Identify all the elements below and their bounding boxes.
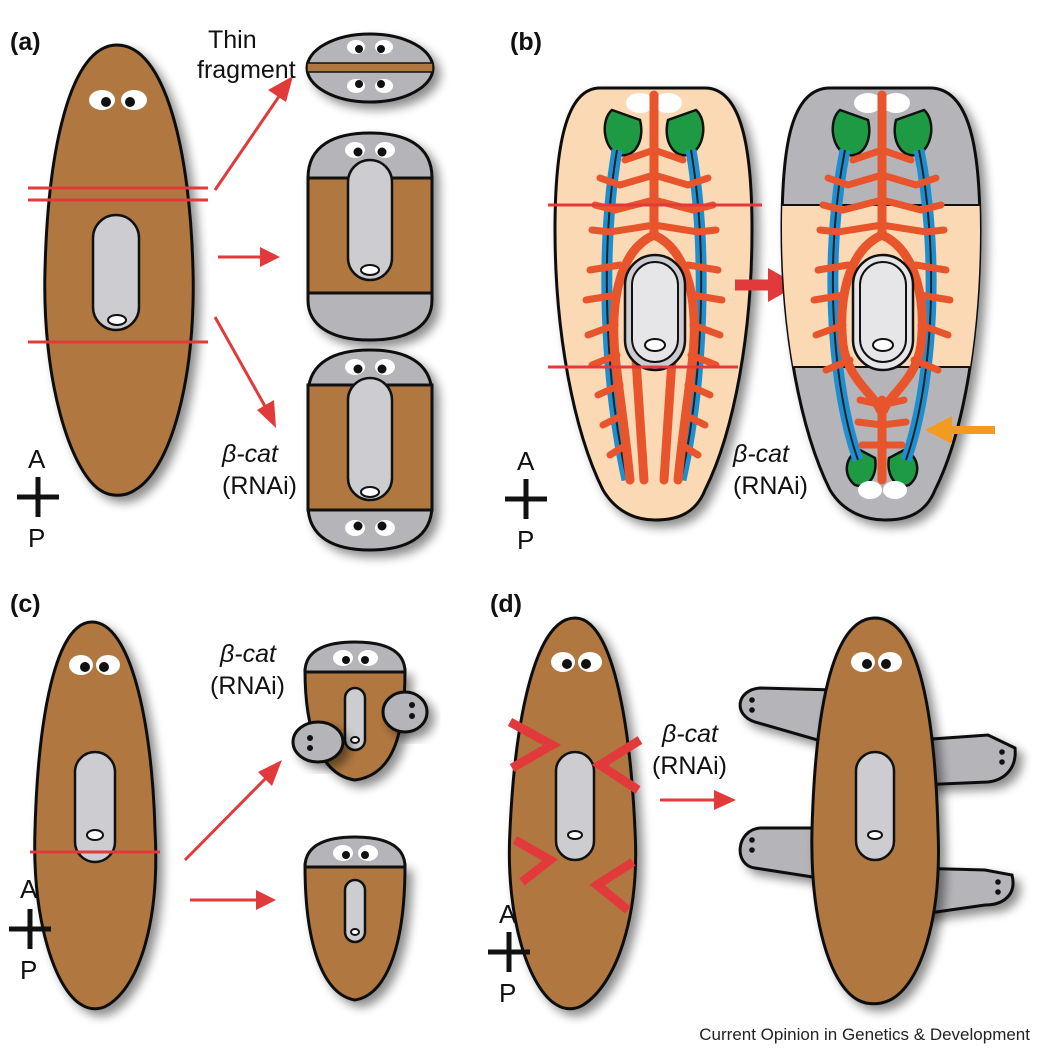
eyes-c — [69, 655, 120, 675]
eye-lateral-c-right-1 — [409, 702, 415, 708]
eye-lateral-c-left-2 — [307, 745, 313, 751]
rnai-suffix-label-a: (RNAi) — [222, 472, 297, 500]
panel-c: (c) A P β-cat (RNAi) — [9, 590, 429, 1011]
eyes-trunk-wt — [345, 142, 395, 158]
rnai-gene-label-b: β-cat — [732, 440, 790, 468]
rnai-gene-label-d: β-cat — [661, 720, 719, 748]
mouth-a — [107, 314, 127, 326]
axis-c: A P — [9, 874, 51, 985]
anatomy-b-before — [582, 90, 726, 485]
regenerated-head-c-top — [303, 640, 407, 674]
axis-a-anterior: A — [28, 444, 46, 474]
highlight-arrow-b — [925, 416, 995, 444]
mouth-trunk-rnai — [360, 486, 380, 498]
thin-fragment-label-line1: Thin — [208, 26, 257, 54]
eyes-trunk-rnai-anterior — [345, 359, 395, 375]
rnai-suffix-label-b: (RNAi) — [733, 472, 808, 500]
lateral-head-c-left — [291, 720, 345, 764]
thin-fragment-label-line2: fragment — [197, 56, 296, 84]
journal-credit: Current Opinion in Genetics & Developmen… — [699, 1025, 1030, 1044]
eye-lateral-c-right-2 — [409, 713, 415, 719]
regenerated-head-c-bottom — [303, 835, 407, 869]
panel-b-label: (b) — [510, 28, 542, 56]
panel-a: (a) A P — [10, 26, 435, 553]
pharynx-trunk-wt — [346, 158, 394, 282]
panel-d: (d) A P β-cat (RNAi) — [488, 590, 1017, 1011]
mouth-d — [567, 830, 583, 840]
arrow-d — [660, 790, 736, 810]
pharynx-a — [91, 213, 141, 332]
thin-fragment-old-tissue — [306, 62, 434, 73]
axis-c-posterior: P — [20, 955, 37, 985]
eye-lateral-c-left-1 — [307, 735, 313, 741]
pharynx-c — [73, 750, 117, 864]
panel-b: (b) — [505, 28, 995, 555]
arrow-a-bottom — [213, 316, 276, 428]
lateral-head-c-right — [381, 690, 429, 734]
rnai-suffix-label-c: (RNAi) — [210, 672, 285, 700]
mouth-c-bottom — [350, 928, 360, 936]
arrow-c-top — [183, 760, 282, 862]
eyes-thin-top — [347, 40, 393, 54]
pharynx-d-result — [854, 750, 896, 862]
eyes-trunk-rnai-posterior — [345, 520, 395, 536]
rnai-suffix-label-d: (RNAi) — [652, 752, 727, 780]
eyes-thin-bottom — [347, 79, 393, 93]
axis-b-anterior: A — [517, 446, 535, 476]
axis-a: A P — [17, 444, 59, 553]
mouth-d-result — [867, 830, 883, 840]
pharynx-d — [554, 750, 596, 862]
panel-d-label: (d) — [490, 590, 522, 618]
axis-a-posterior: P — [28, 523, 45, 553]
rnai-gene-label-c: β-cat — [219, 640, 277, 668]
rnai-gene-label-a: β-cat — [221, 440, 279, 468]
eyes-d — [551, 652, 602, 672]
arrow-a-mid — [218, 247, 280, 267]
eyes-c-top — [333, 650, 378, 666]
panel-a-label: (a) — [10, 28, 41, 56]
wound-cuts-d — [507, 718, 643, 914]
arrow-a-top — [213, 76, 293, 191]
eyes-a — [89, 90, 147, 110]
axis-d: A P — [488, 899, 530, 1008]
mouth-trunk-wt — [360, 264, 380, 276]
mouth-c — [86, 829, 104, 841]
panel-c-label: (c) — [10, 590, 41, 618]
nerve-branches-b-before — [582, 146, 726, 459]
pharynx-c-bottom — [343, 878, 367, 944]
eyes-d-result — [851, 652, 902, 672]
eyes-c-bottom — [333, 845, 378, 861]
axis-c-anterior: A — [20, 874, 38, 904]
pharynx-trunk-rnai — [346, 376, 394, 502]
axis-b-posterior: P — [517, 525, 534, 555]
pharynx-c-top — [343, 686, 367, 752]
anatomy-b-after — [782, 90, 980, 499]
nerve-branches-b-after — [810, 146, 954, 449]
arrow-c-bottom — [190, 890, 276, 910]
axis-d-anterior: A — [499, 899, 517, 929]
axis-b: A P — [505, 446, 547, 555]
mouth-c-top — [350, 736, 360, 744]
axis-d-posterior: P — [499, 978, 516, 1008]
ectopic-eyes-d — [749, 697, 1005, 895]
